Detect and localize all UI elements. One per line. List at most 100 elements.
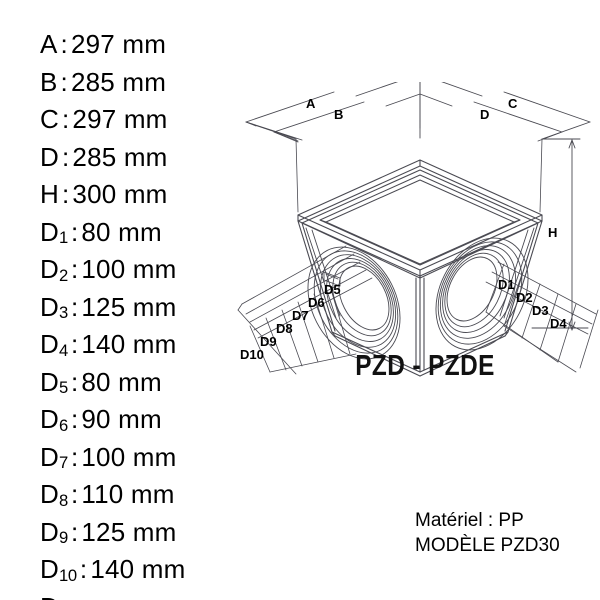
spec-separator: :	[70, 366, 79, 397]
spec-key: D	[40, 141, 59, 172]
spec-value: 100 mm	[81, 441, 177, 472]
witness-lines	[245, 82, 543, 213]
spec-row: D4:140 mm	[40, 326, 240, 364]
spec-separator: :	[70, 479, 79, 509]
dimension-label-d8: D8	[276, 321, 293, 336]
dimension-label-c: C	[508, 96, 518, 111]
top-dimension-lines	[245, 82, 591, 143]
spec-separator: :	[70, 441, 79, 472]
spec-row: D:285 mm	[40, 139, 240, 177]
spec-value: 285 mm	[70, 66, 167, 97]
dimension-label-d9: D9	[260, 334, 277, 349]
spec-key-subscript: 9	[58, 528, 68, 548]
spec-key: D11	[40, 592, 76, 600]
spec-value: 140 mm	[81, 329, 177, 359]
spec-key: A	[40, 29, 58, 59]
spec-value: 125 mm	[81, 516, 177, 547]
spec-row: A:297 mm	[40, 26, 240, 64]
dimension-label-d3: D3	[532, 303, 549, 318]
spec-separator: :	[61, 104, 70, 134]
dimension-label-d5: D5	[324, 282, 341, 297]
spec-value: 125 mm	[81, 291, 177, 322]
right-dimension-fan	[485, 261, 599, 373]
left-dimension-fan	[237, 245, 373, 375]
spec-value: 90 mm	[81, 404, 162, 434]
spec-row: D2:100 mm	[40, 251, 240, 289]
spec-separator: :	[70, 404, 79, 434]
dimension-label-a: A	[306, 96, 316, 111]
dimension-spec-list: A:297 mm B:285 mm C:297 mm D:285 mm H:30…	[40, 26, 240, 600]
spec-row: D7:100 mm	[40, 439, 240, 477]
spec-key: D2	[40, 254, 68, 285]
spec-row: H:300 mm	[40, 176, 240, 214]
spec-value: 100 mm	[81, 254, 177, 284]
spec-separator: :	[70, 291, 79, 322]
dimension-label-h: H	[548, 225, 558, 240]
model-line: MODÈLE PZD30	[415, 535, 560, 556]
spec-row: D10:140 mm	[40, 551, 240, 589]
spec-row: D8:110 mm	[40, 476, 240, 514]
material-info-block: Matériel : PP MODÈLE PZD30	[415, 508, 560, 558]
spec-key: D10	[40, 554, 77, 585]
inner-opening	[319, 174, 521, 266]
dimension-label-d10: D10	[240, 347, 264, 362]
spec-key-subscript: 10	[58, 565, 77, 585]
right-outlet-spigot	[435, 237, 529, 351]
spec-key: D8	[40, 479, 68, 510]
spec-value: 297 mm	[72, 104, 168, 134]
spec-row: C:297 mm	[40, 101, 240, 139]
spec-key-subscript: 3	[58, 303, 68, 323]
spec-key: D5	[40, 366, 68, 398]
spec-key: B	[40, 66, 58, 97]
spec-key-subscript: 1	[58, 228, 68, 248]
spec-separator: :	[60, 66, 68, 97]
spec-separator: :	[60, 29, 68, 59]
spec-key-subscript: 6	[58, 415, 68, 435]
dimension-label-b: B	[334, 107, 344, 122]
spec-key: D7	[40, 441, 68, 473]
spec-row: B:285 mm	[40, 64, 240, 102]
dimension-label-d: D	[480, 107, 490, 122]
dimension-label-d1: D1	[498, 277, 515, 292]
spec-row: D11:–	[40, 589, 240, 600]
spec-row: D1:80 mm	[40, 214, 240, 252]
spec-separator: :	[70, 254, 79, 284]
spec-key: D4	[40, 329, 68, 360]
dimension-label-d2: D2	[516, 290, 533, 305]
spec-key: D1	[40, 216, 68, 248]
dimension-label-d6: D6	[308, 295, 325, 310]
spec-row: D5:80 mm	[40, 364, 240, 402]
spec-value: 285 mm	[72, 141, 168, 172]
model-title: PZD - PZDE	[355, 350, 495, 382]
spec-row: D6:90 mm	[40, 401, 240, 439]
spec-separator: :	[79, 592, 86, 600]
spec-value: 300 mm	[72, 179, 168, 209]
spec-separator: :	[79, 554, 88, 584]
spec-separator: :	[70, 216, 79, 247]
spec-key-subscript: 7	[58, 453, 68, 473]
dimension-label-d7: D7	[292, 308, 309, 323]
spec-key: D6	[40, 404, 68, 435]
spec-value: 110 mm	[81, 479, 175, 509]
spec-separator: :	[70, 516, 79, 547]
spec-value: –	[89, 592, 104, 600]
spec-key: D9	[40, 516, 68, 548]
spec-separator: :	[61, 179, 70, 209]
spec-separator: :	[70, 329, 79, 359]
spec-separator: :	[61, 141, 70, 172]
height-dimension-line	[531, 138, 589, 331]
spec-row: D9:125 mm	[40, 514, 240, 552]
spec-key: H	[40, 179, 59, 209]
spec-key-subscript: 4	[58, 340, 68, 360]
spec-value: 80 mm	[81, 366, 162, 397]
material-line: Matériel : PP	[415, 510, 524, 531]
spec-key: D3	[40, 291, 68, 323]
spec-row: D3:125 mm	[40, 289, 240, 327]
spec-value: 297 mm	[70, 29, 167, 59]
spec-key: C	[40, 104, 59, 134]
isometric-product-drawing: A B C D H D1 D2 D3 D4 D5 D6 D7 D8 D9 D10	[236, 82, 600, 402]
drawing-svg	[237, 82, 599, 377]
spec-key-subscript: 2	[58, 265, 68, 285]
spec-value: 140 mm	[90, 554, 186, 584]
